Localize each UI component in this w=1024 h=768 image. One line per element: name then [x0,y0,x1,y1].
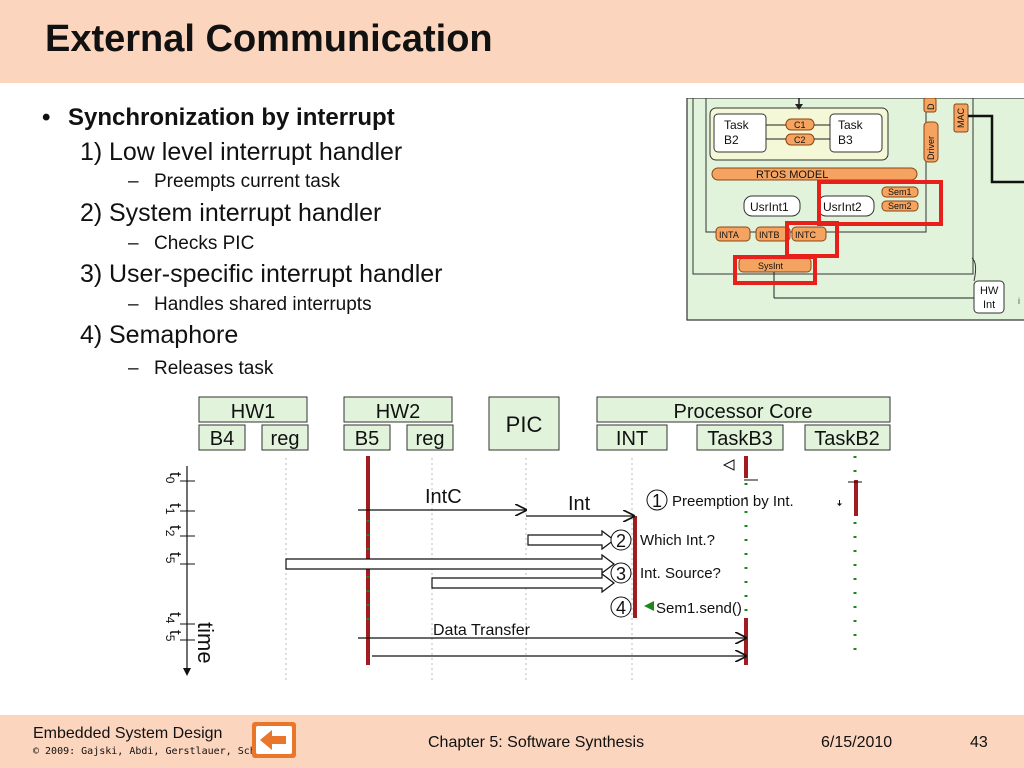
subitem-dash: – [128,294,139,315]
item-text: User-specific interrupt handler [109,260,443,288]
item-text: Low level interrupt handler [109,138,403,166]
svg-text:HW2: HW2 [376,401,420,423]
step-3-text: Int. Source? [640,565,721,582]
back-arrow-icon[interactable] [250,720,298,760]
subitem-text: Handles shared interrupts [154,294,372,315]
step-2-text: Which Int.? [640,532,715,549]
task-b2-label: Task [724,118,750,132]
item-number: 3) [80,260,103,288]
svg-text:reg: reg [271,428,300,450]
i-label: i [1018,296,1020,306]
architecture-diagram: Task B2 Task B3 C1 C2 RTOS MODEL Sem1 Se… [686,98,1024,321]
subitem-dash: – [128,233,139,254]
footer-page-number: 43 [970,734,988,751]
slide-title: External Communication [45,18,493,60]
item-text: System interrupt handler [109,199,382,227]
t0-label: t0 [163,472,185,484]
hw-int-label: Int [983,299,995,311]
step-3-number: 3 [616,564,626,584]
t2-label: t2 [163,525,185,537]
step-2-number: 2 [616,531,626,551]
sequence-diagram: HW1 B4 reg HW2 B5 reg PIC Processor Core… [163,396,891,680]
highlight-sem-usrint2 [817,180,943,226]
subitem-text: Preempts current task [154,171,340,192]
subitem-dash: – [128,358,139,379]
bullet-main: Synchronization by interrupt [68,104,395,131]
svg-text:B5: B5 [355,428,379,450]
step-1-number: 1 [652,491,662,511]
step-4-number: 4 [616,598,626,618]
intc-label: INTC [795,230,816,240]
time-label: time [193,622,218,664]
item-number: 1) [80,138,103,166]
intc-message-label: IntC [425,486,462,508]
svg-text:TaskB2: TaskB2 [814,428,880,450]
subitem-text: Checks PIC [154,233,255,254]
sysint-label: SysInt [758,261,784,271]
svg-text:PIC: PIC [506,412,543,437]
footer-copyright: © 2009: Gajski, Abdi, Gerstlauer, Schirn… [33,746,286,757]
t4-label: t4 [163,612,185,624]
task-b2-label: B2 [724,133,739,147]
footer-chapter: Chapter 5: Software Synthesis [428,734,645,751]
highlight-sysint [733,255,817,285]
data-transfer-label: Data Transfer [433,622,531,639]
svg-text:reg: reg [416,428,445,450]
mac-label: MAC [956,108,966,129]
sem2-label: Sem2 [888,201,912,211]
step-4-text: Sem1.send() [656,600,742,617]
lane-hw1: HW1 B4 reg [198,396,309,451]
svg-text:Processor Core: Processor Core [674,401,813,423]
svg-text:TaskB3: TaskB3 [707,428,773,450]
subitem-text: Releases task [154,358,274,379]
usrint1-label: UsrInt1 [750,200,789,214]
lane-processor-core: Processor Core INT TaskB3 TaskB2 [596,396,891,451]
channel-c1: C1 [794,120,806,130]
step-1-text: Preemption by Int. [672,493,794,510]
t5-label: t5 [163,630,185,642]
lane-hw2: HW2 B5 reg [343,396,454,451]
int-message-label: Int [568,493,591,515]
footer-date: 6/15/2010 [821,734,893,751]
intb-label: INTB [759,230,780,240]
svg-text:HW1: HW1 [231,401,275,423]
driver-label: Driver [926,136,936,160]
lane-pic: PIC [488,396,560,451]
t5-label: t5 [163,552,185,564]
hw-int-label: HW [980,285,999,297]
rtos-model-label: RTOS MODEL [756,169,828,181]
item-number: 2) [80,199,103,227]
item-number: 4) [80,321,103,349]
item-text: Semaphore [109,321,239,349]
inta-label: INTA [719,230,739,240]
bullet-dot: • [42,104,51,131]
title-bar [0,0,1024,83]
task-b3-label: Task [838,118,864,132]
usrint2-label: UsrInt2 [823,200,862,214]
sem1-label: Sem1 [888,187,912,197]
svg-text:B4: B4 [210,428,234,450]
d-label: D [926,103,936,110]
t1-label: t1 [163,503,185,515]
task-b3-label: B3 [838,133,853,147]
svg-text:INT: INT [616,428,648,450]
channel-c2: C2 [794,135,806,145]
step-1-tick: ꜜ [836,499,843,516]
footer-bar [0,715,1024,768]
footer-course-title: Embedded System Design [33,725,223,742]
subitem-dash: – [128,171,139,192]
